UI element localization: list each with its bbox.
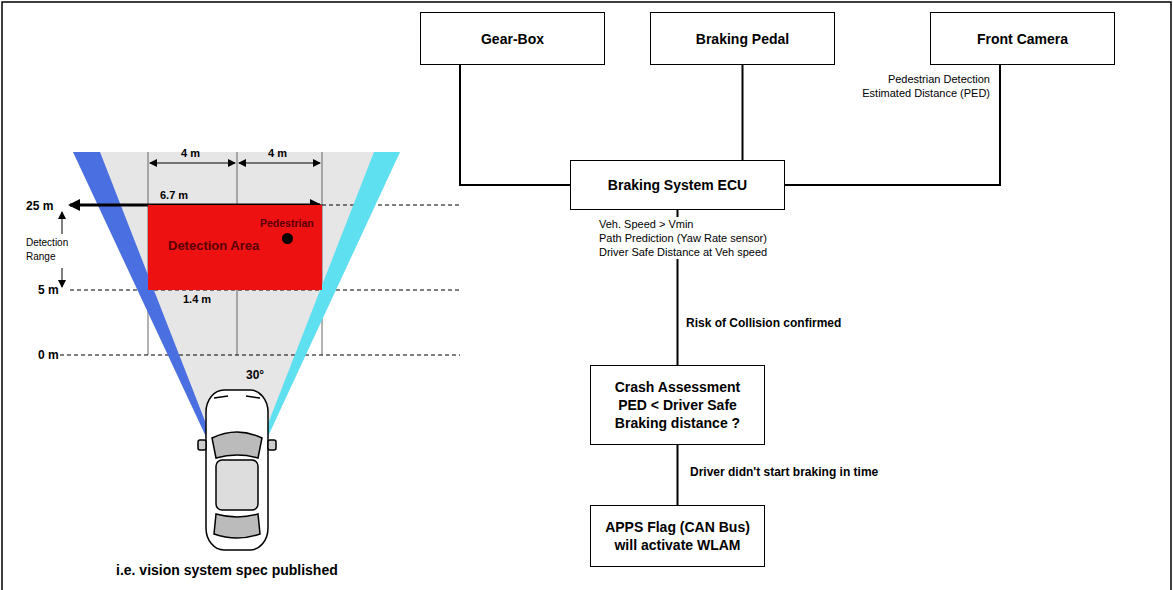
- text-label: 25 m: [26, 199, 53, 213]
- node-text: Braking System ECU: [608, 176, 747, 194]
- text-label: 30°: [246, 368, 264, 382]
- text-label: Detection Range: [26, 236, 88, 264]
- pedestrian-label: Pedestrian: [260, 217, 314, 229]
- pedestrian-dot: [282, 233, 293, 244]
- node-text: Front Camera: [977, 30, 1068, 48]
- process-box: Gear-Box: [420, 12, 605, 65]
- process-box: Braking Pedal: [650, 12, 835, 65]
- text-label: 0 m: [38, 348, 59, 362]
- decision-box: Crash Assessment PED < Driver Safe Braki…: [590, 365, 765, 445]
- node-text: Gear-Box: [481, 30, 544, 48]
- node-text: APPS Flag (CAN Bus) will activate WLAM: [599, 518, 756, 554]
- text-label: 5 m: [38, 283, 59, 297]
- detection-area: Detection AreaPedestrian: [148, 205, 322, 290]
- text-label: Path Prediction (Yaw Rate sensor): [597, 231, 769, 245]
- connector-line: [460, 65, 570, 185]
- edge-label: Pedestrian Detection Estimated Distance …: [855, 72, 990, 100]
- node-text: Braking Pedal: [696, 30, 789, 48]
- text-label: 1.4 m: [183, 292, 211, 306]
- text-label: 6.7 m: [160, 188, 188, 202]
- text-label: 4 m: [268, 146, 287, 160]
- output-box: APPS Flag (CAN Bus) will activate WLAM: [590, 505, 765, 567]
- edge-label: Driver didn't start braking in time: [690, 465, 878, 479]
- process-box: Braking System ECU: [570, 160, 785, 210]
- connector-line: [742, 65, 744, 160]
- connector-line: [677, 445, 679, 505]
- edge-label: Risk of Collision confirmed: [686, 316, 841, 330]
- process-box: Front Camera: [930, 12, 1115, 65]
- text-label: Veh. Speed > Vmin: [597, 217, 695, 231]
- text-label: Driver Safe Distance at Veh speed: [597, 245, 769, 259]
- node-text: Crash Assessment PED < Driver Safe Braki…: [599, 378, 756, 432]
- area-title: Detection Area: [168, 238, 259, 253]
- text-label: i.e. vision system spec published: [116, 563, 338, 577]
- text-label: 4 m: [181, 146, 200, 160]
- connector-line: [785, 65, 1000, 185]
